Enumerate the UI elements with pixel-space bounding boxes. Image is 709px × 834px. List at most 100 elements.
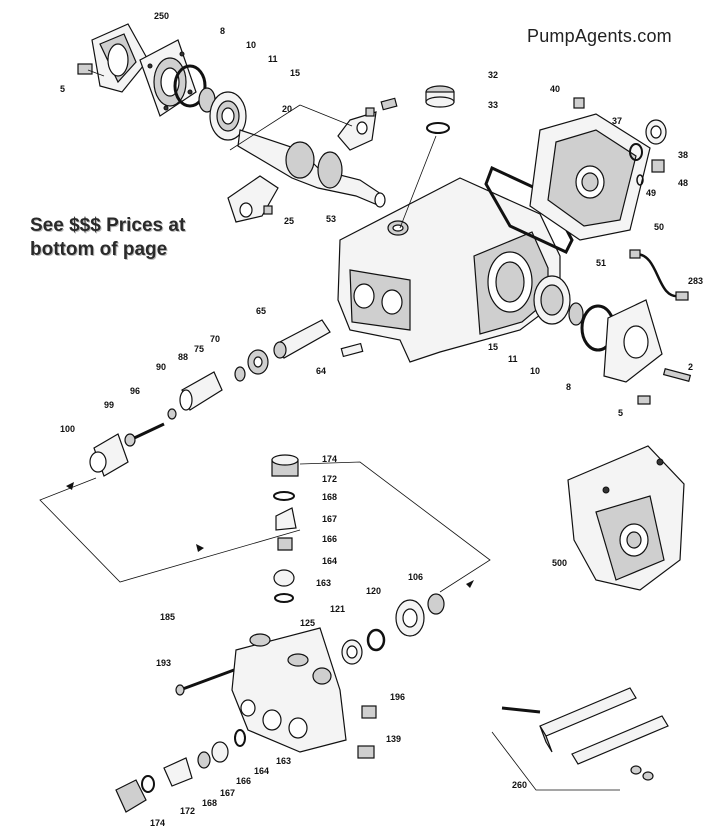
bolt-40 [573,97,585,109]
callout-15-right: 15 [488,342,498,352]
callout-88: 88 [178,352,188,362]
price-note: See $$$ Prices at bottom of page [30,214,185,262]
callout-64: 64 [316,366,326,376]
valve-cap-174-bottom [115,779,147,813]
seal-11-right [568,302,584,326]
seal-106 [427,593,445,615]
callout-99: 99 [104,400,114,410]
callout-167-bottom: 167 [220,788,235,798]
connecting-rod-20 [227,111,377,223]
bolt-5-top [77,63,105,77]
part-callouts: 250 8 10 11 15 5 32 33 40 37 38 48 49 50… [60,11,703,828]
callout-193: 193 [156,658,171,668]
callout-11-top: 11 [268,54,278,64]
washer-96 [167,408,177,420]
callout-25: 25 [284,216,294,226]
callout-163-top: 163 [316,578,331,588]
leader-20b [299,104,353,127]
callout-260: 260 [512,780,527,790]
gearbox-500 [567,445,685,591]
callout-106: 106 [408,572,423,582]
flange-8-right [603,299,663,383]
callout-196: 196 [390,692,405,702]
callout-164-top: 164 [322,556,337,566]
leader-20a [229,104,301,151]
flow-arrow-1 [196,544,204,552]
callout-283: 283 [688,276,703,286]
callout-166-top: 166 [322,534,337,544]
price-note-line-1: See $$$ Prices at [30,215,186,236]
oil-hose-283 [629,249,689,301]
callout-164-bottom: 164 [254,766,269,776]
callout-174-top: 174 [322,454,337,464]
spring-166-top [277,537,293,551]
callout-48: 48 [678,178,688,188]
callout-163-bottom: 163 [276,756,291,766]
callout-120: 120 [366,586,381,596]
sight-glass-37 [629,119,667,161]
callout-33: 33 [488,100,498,110]
callout-90: 90 [156,362,166,372]
callout-40: 40 [550,84,560,94]
price-note-line-2: bottom of page [30,239,168,260]
plug-196 [361,705,377,719]
oil-cap-32 [425,85,455,108]
callout-139: 139 [386,734,401,744]
valve-168-top [275,507,297,531]
callout-70: 70 [210,334,220,344]
callout-10-top: 10 [246,40,256,50]
callout-168-bottom: 168 [202,798,217,808]
spring-167-bottom [197,751,211,769]
o-ring-10-top [173,64,207,108]
pin-64 [340,342,364,358]
sleeve-90 [179,371,223,411]
o-ring-121 [366,628,386,652]
rear-cover-50 [529,113,651,241]
mounting-rails-260 [491,687,669,791]
bolt-193 [175,668,235,696]
callout-5-right: 5 [618,408,623,418]
plunger-bolt-99 [124,422,165,447]
leader-33 [399,135,437,229]
bearing-cover-250 [91,23,149,93]
bearing-15-right [533,275,571,325]
callout-65: 65 [256,306,266,316]
callout-32: 32 [488,70,498,80]
plug-139 [357,745,375,759]
callout-168-top: 168 [322,492,337,502]
callout-100: 100 [60,424,75,434]
callout-8-top: 8 [220,26,225,36]
callout-125: 125 [300,618,315,628]
callout-166-bottom: 166 [236,776,251,786]
flow-line-right [299,461,491,593]
callout-49: 49 [646,188,656,198]
callout-174-bottom: 174 [150,818,165,828]
bearing-15-top [209,91,247,141]
callout-96: 96 [130,386,140,396]
o-ring-163-top [274,593,294,603]
callout-172-bottom: 172 [180,806,195,816]
callout-20: 20 [282,104,292,114]
callout-15-top: 15 [290,68,300,78]
callout-11-right: 11 [508,354,518,364]
plug-48 [636,159,665,186]
callout-167-top: 167 [322,514,337,524]
flow-arrow-2 [66,482,74,490]
crankshaft-25 [237,129,386,208]
callout-75: 75 [194,344,204,354]
flow-arrow-3 [466,580,474,588]
callout-121: 121 [330,604,345,614]
washer-75 [234,366,246,382]
retainer-120 [395,599,425,637]
callout-38: 38 [678,150,688,160]
brand-watermark: PumpAgents.com [527,26,672,46]
crankcase-53 [337,177,561,363]
o-ring-172-bottom [141,775,155,793]
callout-185: 185 [160,612,175,622]
o-ring-33 [426,122,450,134]
key-2 [662,368,692,382]
callout-8-right: 8 [566,382,571,392]
o-ring-163-bottom [234,729,246,747]
